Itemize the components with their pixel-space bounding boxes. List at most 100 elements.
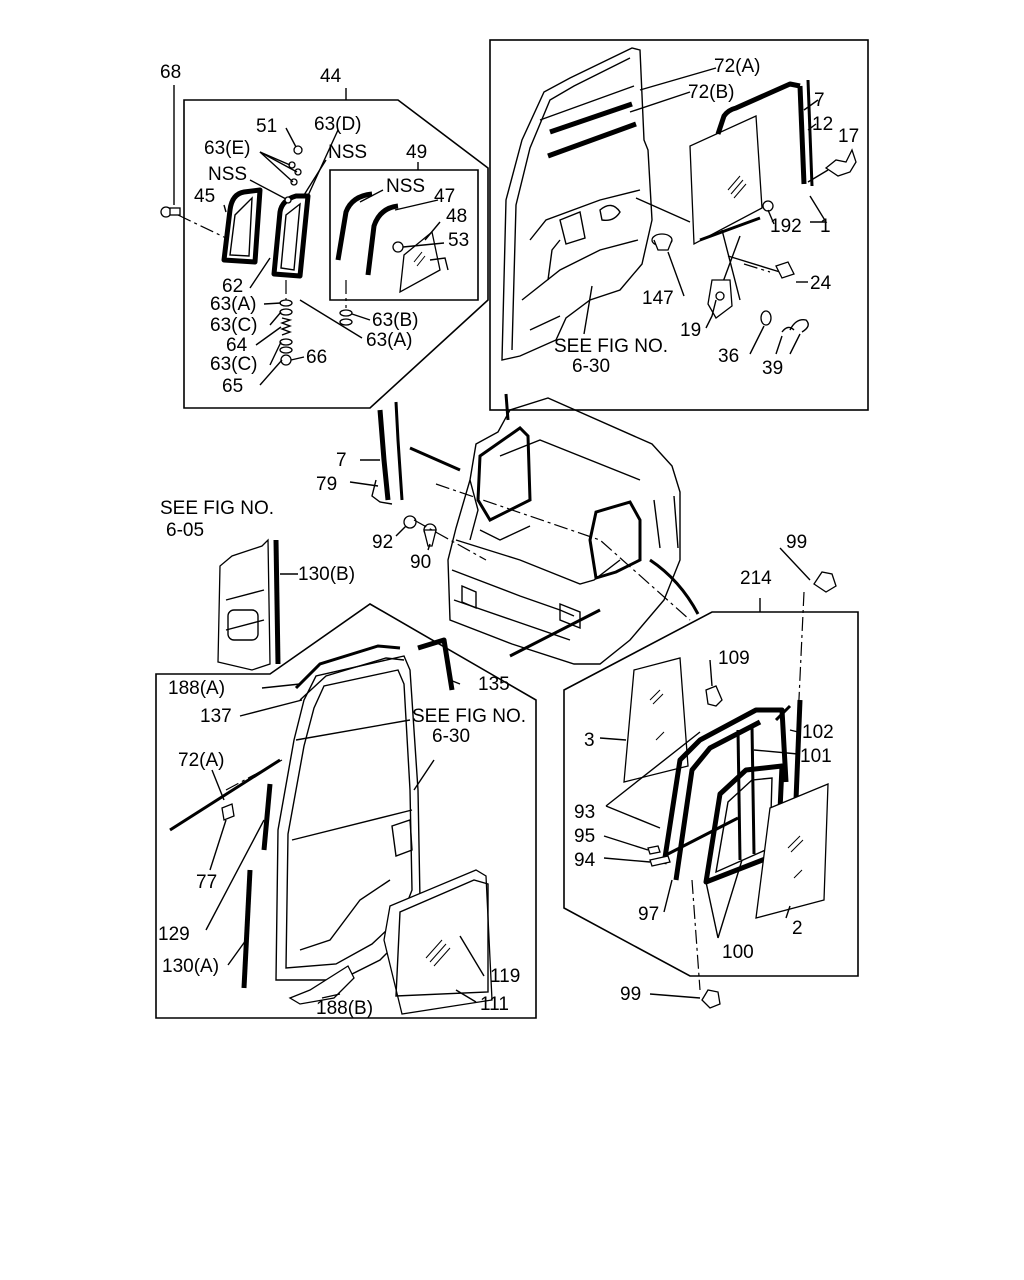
label-24: 24 [810, 273, 832, 294]
label-48: 48 [446, 206, 467, 227]
label-101: 101 [800, 746, 832, 767]
label-63a-2: 63(A) [366, 330, 412, 351]
label-see-6-30-bottom: SEE FIG NO. [412, 706, 526, 727]
label-nss-3: NSS [386, 176, 425, 197]
seal-62-part [271, 193, 311, 279]
label-1: 1 [820, 216, 831, 237]
bolt-68-part [160, 85, 227, 239]
label-72a-2: 72(A) [178, 750, 224, 771]
label-130a: 130(A) [162, 956, 219, 977]
glass-111-part [383, 869, 493, 1015]
glass-3-part [623, 657, 689, 783]
label-65: 65 [222, 376, 243, 397]
label-72b: 72(B) [688, 82, 734, 103]
label-nss-1: NSS [328, 142, 367, 163]
strip-72a-part [169, 758, 281, 832]
label-49: 49 [406, 142, 427, 163]
label-7b: 7 [336, 450, 347, 471]
label-72a-1: 72(A) [714, 56, 760, 77]
label-6-30-bottom: 6-30 [432, 726, 470, 747]
label-39: 39 [762, 358, 783, 379]
label-135: 135 [478, 674, 510, 695]
label-92: 92 [372, 532, 393, 553]
button-147-part [651, 233, 673, 251]
label-68: 68 [160, 62, 181, 83]
seal-135-part [417, 637, 455, 691]
label-17: 17 [838, 126, 859, 147]
label-nss-2: NSS [208, 164, 247, 185]
label-188b: 188(B) [316, 998, 373, 1019]
label-77: 77 [196, 872, 217, 893]
label-79: 79 [316, 474, 337, 495]
clip-109-part [705, 685, 723, 707]
panel-44 [160, 85, 489, 409]
label-63d: 63(D) [314, 114, 362, 135]
label-45: 45 [194, 186, 215, 207]
glass-119-part [395, 879, 489, 997]
label-63e: 63(E) [204, 138, 250, 159]
door-part [501, 47, 653, 361]
label-99-bottom: 99 [620, 984, 641, 1005]
label-63c-2: 63(C) [210, 354, 258, 375]
label-93: 93 [574, 802, 595, 823]
washer-36-part [760, 310, 772, 326]
label-137: 137 [200, 706, 232, 727]
panel-door-regulator [489, 39, 869, 411]
seal-130b-part [273, 539, 281, 665]
cab-part [447, 397, 681, 665]
label-95: 95 [574, 826, 595, 847]
label-62: 62 [222, 276, 243, 297]
label-97: 97 [638, 904, 659, 925]
label-2: 2 [792, 918, 803, 939]
label-109: 109 [718, 648, 750, 669]
seal-130a-part [241, 869, 253, 989]
label-188a: 188(A) [168, 678, 225, 699]
label-99-top: 99 [786, 532, 807, 553]
panel-door-seals [155, 603, 537, 1019]
label-147: 147 [642, 288, 674, 309]
label-102: 102 [802, 722, 834, 743]
label-119: 119 [490, 966, 520, 987]
quarter-glass-45-part [221, 187, 263, 265]
label-192: 192 [770, 216, 802, 237]
label-6-05: 6-05 [166, 520, 204, 541]
cab-assembly [349, 393, 700, 665]
label-47: 47 [434, 186, 455, 207]
label-214: 214 [740, 568, 772, 589]
label-66: 66 [306, 347, 327, 368]
label-44: 44 [320, 66, 342, 87]
clip-77-part [221, 803, 235, 821]
label-129: 129 [158, 924, 190, 945]
label-63a-1: 63(A) [210, 294, 256, 315]
hardware-stack-part [279, 145, 303, 366]
label-64: 64 [226, 335, 248, 356]
label-3: 3 [584, 730, 595, 751]
label-130b: 130(B) [298, 564, 355, 585]
bolt-99-bottom-part [691, 879, 721, 1009]
label-see-6-30-top: SEE FIG NO. [554, 336, 668, 357]
seal-129-part [261, 783, 273, 851]
label-90: 90 [410, 552, 431, 573]
label-7a: 7 [814, 90, 825, 111]
bolt-99-top-part [797, 571, 837, 721]
label-53: 53 [448, 230, 469, 251]
label-100: 100 [722, 942, 754, 963]
seal-nss-49-part [335, 191, 373, 261]
label-111: 111 [480, 994, 509, 1015]
label-36: 36 [718, 346, 739, 367]
seal-188b-part [288, 965, 355, 1005]
label-94: 94 [574, 850, 596, 871]
lamp-ref-6-05 [217, 538, 298, 671]
lamp-part [217, 538, 271, 671]
label-12: 12 [812, 114, 833, 135]
door-glass-1-part [689, 115, 763, 246]
door-frame-part [275, 655, 421, 981]
label-see-6-05: SEE FIG NO. [160, 498, 274, 519]
panel-214 [563, 547, 859, 1009]
clip-39-part [781, 319, 809, 333]
label-51: 51 [256, 116, 277, 137]
callout-labels: 68 44 51 63(D) 63(E) NSS 49 NSS NSS 45 4… [158, 56, 859, 1019]
label-19: 19 [680, 320, 701, 341]
part-94 [649, 855, 671, 867]
